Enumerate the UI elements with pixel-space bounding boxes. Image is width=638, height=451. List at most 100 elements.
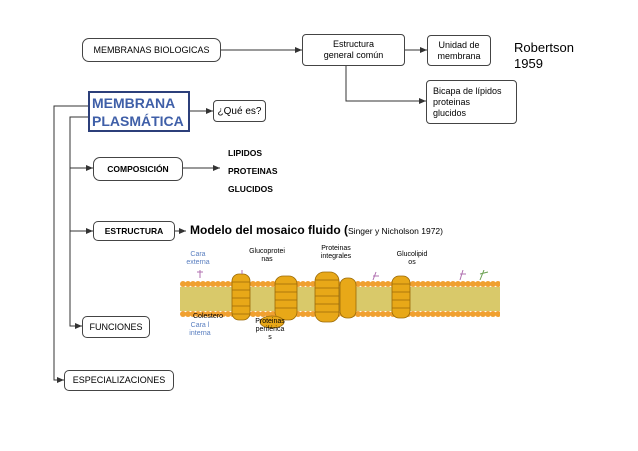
lipid-head bbox=[220, 311, 226, 317]
lipid-head bbox=[305, 311, 311, 317]
lipid-head bbox=[310, 281, 316, 287]
que-es-box: ¿Qué es? bbox=[213, 100, 266, 122]
label-glucolipidos: Glucolipid os bbox=[392, 251, 432, 267]
lipid-head bbox=[415, 311, 421, 317]
estructura-general-line1: Estructura bbox=[332, 39, 374, 49]
lipid-head bbox=[185, 311, 191, 317]
lipid-head bbox=[440, 311, 446, 317]
robertson-name: Robertson bbox=[514, 40, 574, 55]
robertson-text: Robertson 1959 bbox=[514, 40, 574, 72]
lipid-head bbox=[375, 281, 381, 287]
cara-interna-line1: Cara l bbox=[190, 322, 210, 329]
integral-protein-2 bbox=[274, 275, 298, 321]
proteinas-perifericas-line2: periférica bbox=[255, 326, 285, 333]
lipid-head bbox=[435, 311, 441, 317]
lipid-head bbox=[355, 311, 361, 317]
label-cara-externa: Cara externa bbox=[185, 251, 211, 267]
estructura-box: ESTRUCTURA bbox=[93, 221, 175, 241]
lipid-head bbox=[460, 281, 466, 287]
composicion-lipidos: LIPIDOS bbox=[228, 148, 263, 158]
lipid-head bbox=[415, 281, 421, 287]
lipid-head bbox=[425, 311, 431, 317]
estructura-general-line2: general común bbox=[323, 50, 384, 60]
lipid-head bbox=[420, 281, 426, 287]
modelo-title: Modelo del mosaico fluido (Singer y Nich… bbox=[190, 223, 443, 237]
lipid-head bbox=[450, 281, 456, 287]
lipid-head bbox=[445, 311, 451, 317]
lipid-head bbox=[455, 281, 461, 287]
arrow-estructura-bicapa bbox=[345, 66, 426, 104]
lipid-head bbox=[465, 281, 471, 287]
membrana-line1: MEMBRANA bbox=[92, 94, 176, 111]
especializaciones-box: ESPECIALIZACIONES bbox=[64, 370, 174, 391]
lipid-head bbox=[360, 281, 366, 287]
bicapa-box: Bicapa de lípidos proteinas glucidos bbox=[426, 80, 517, 124]
composicion-list: LIPIDOS PROTEINAS GLUCIDOS bbox=[228, 144, 278, 198]
lipid-head bbox=[470, 311, 476, 317]
lipid-head bbox=[410, 281, 416, 287]
label-colestero: Colestero bbox=[193, 313, 229, 321]
glucoproteinas-line1: Glucoprotei bbox=[249, 248, 285, 255]
lipid-head bbox=[475, 281, 481, 287]
lipid-head bbox=[300, 311, 306, 317]
lipid-head bbox=[370, 281, 376, 287]
membranas-biologicas-box: MEMBRANAS BIOLOGICAS bbox=[82, 38, 221, 62]
lipid-head bbox=[190, 311, 196, 317]
lipid-head bbox=[470, 281, 476, 287]
integral-protein-1 bbox=[231, 273, 251, 321]
lipid-head bbox=[475, 311, 481, 317]
lipid-head bbox=[225, 281, 231, 287]
lipid-head bbox=[445, 281, 451, 287]
lipid-head bbox=[385, 281, 391, 287]
lipid-head bbox=[190, 281, 196, 287]
composicion-proteinas: PROTEINAS bbox=[228, 166, 278, 176]
especializaciones-label: ESPECIALIZACIONES bbox=[72, 375, 166, 385]
lipid-head bbox=[485, 311, 491, 317]
lipid-head bbox=[260, 311, 266, 317]
lipid-head bbox=[465, 311, 471, 317]
label-glucoproteinas: Glucoprotei nas bbox=[247, 248, 287, 264]
spine-outer bbox=[53, 105, 88, 383]
glycan-chains bbox=[197, 270, 466, 281]
lipid-head bbox=[430, 311, 436, 317]
lipid-head bbox=[375, 311, 381, 317]
lipid-head bbox=[380, 281, 386, 287]
lipid-head bbox=[425, 281, 431, 287]
lipid-head bbox=[440, 281, 446, 287]
lipid-head bbox=[225, 311, 231, 317]
proteinas-perifericas-line3: s bbox=[268, 334, 272, 341]
lipid-head bbox=[455, 311, 461, 317]
lipid-head bbox=[270, 281, 276, 287]
integral-protein-3 bbox=[314, 271, 357, 323]
lipid-head bbox=[195, 311, 201, 317]
lipid-head bbox=[385, 311, 391, 317]
lipid-head bbox=[490, 311, 496, 317]
lipid-head bbox=[265, 281, 271, 287]
lipid-head bbox=[220, 281, 226, 287]
modelo-title-ref: Singer y Nicholson 1972) bbox=[348, 226, 443, 236]
lipid-head bbox=[265, 311, 271, 317]
lipid-head bbox=[435, 281, 441, 287]
lipid-head bbox=[215, 311, 221, 317]
lipid-head bbox=[300, 281, 306, 287]
funciones-label: FUNCIONES bbox=[89, 321, 143, 332]
funciones-box: FUNCIONES bbox=[82, 316, 150, 338]
cara-interna-line2: interna bbox=[189, 330, 211, 337]
lipid-head bbox=[200, 281, 206, 287]
lipid-head bbox=[210, 281, 216, 287]
lipid-head bbox=[210, 311, 216, 317]
colestero-text: Colestero bbox=[193, 313, 223, 320]
robertson-year: 1959 bbox=[514, 56, 543, 71]
lipid-head bbox=[250, 311, 256, 317]
lipid-head bbox=[490, 281, 496, 287]
lipid-head bbox=[360, 311, 366, 317]
proteinas-perifericas-line1: Proteinas bbox=[255, 318, 285, 325]
lipid-head bbox=[370, 311, 376, 317]
lipid-head bbox=[450, 311, 456, 317]
lipid-head bbox=[270, 311, 276, 317]
unidad-membrana-line1: Unidad de bbox=[438, 39, 480, 50]
peripheral-protein bbox=[259, 315, 285, 329]
lipid-head bbox=[215, 281, 221, 287]
spine-inner bbox=[69, 116, 88, 329]
